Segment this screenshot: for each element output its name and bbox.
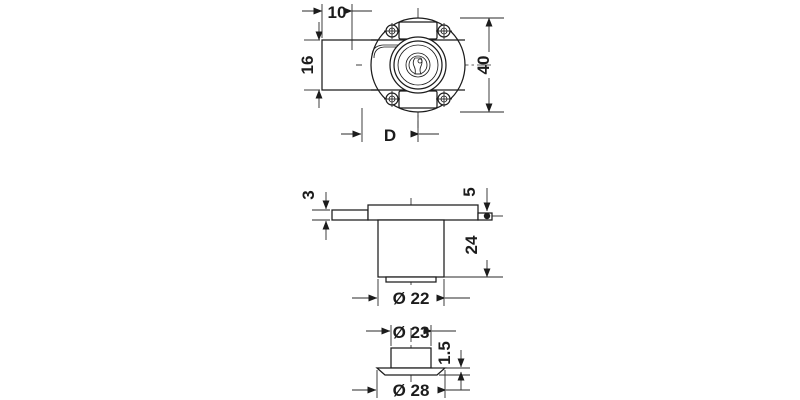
dimension-d22: Ø 22 (352, 279, 470, 308)
escutcheon-collar (390, 347, 432, 369)
escutcheon-flange (375, 367, 447, 376)
dim-3-label: 3 (299, 190, 318, 199)
cam-plate-section (331, 209, 369, 221)
dimension-40: 40 (460, 17, 504, 113)
dim-D-label: D (384, 126, 396, 145)
keyway-slot (412, 57, 423, 75)
screw-hole-lower-right (436, 91, 452, 107)
cylinder-inner-ring (397, 44, 439, 86)
dimension-D: D (341, 108, 439, 145)
dimension-16: 16 (298, 22, 323, 108)
barrel-end-plug (385, 276, 437, 283)
escutcheon-view: Ø 23 1.5 Ø 28 (352, 323, 470, 400)
screw-hole-upper-right (436, 23, 452, 39)
dim-5-leader-dot (483, 212, 491, 220)
cylinder-barrel (377, 219, 445, 278)
dim-d28-label: Ø 28 (393, 381, 430, 400)
lock-head-flange (367, 204, 479, 221)
section-view: 3 5 24 Ø 22 (299, 187, 503, 308)
dim-d22-label: Ø 22 (393, 289, 430, 308)
dimension-24: 24 (444, 215, 503, 278)
cam-bend-detail-inner (373, 46, 400, 59)
dimension-1p5: 1.5 (433, 341, 470, 376)
dimension-3: 3 (299, 190, 330, 240)
dim-16-label: 16 (298, 56, 317, 75)
dimension-d23: Ø 23 (366, 323, 456, 346)
dim-5-label: 5 (460, 187, 479, 196)
screw-hole-lower-left (384, 91, 400, 107)
dim-10-label: 10 (328, 3, 347, 22)
keyway-pin (417, 58, 423, 64)
dim-24-label: 24 (462, 235, 481, 254)
front-view: 10 16 40 (298, 3, 504, 145)
keyway-rosette-outer (405, 52, 431, 78)
screw-hole-upper-left (384, 23, 400, 39)
dim-1p5-label: 1.5 (435, 341, 454, 365)
dim-d23-label: Ø 23 (393, 323, 430, 342)
dimension-d28: Ø 28 (352, 370, 470, 400)
dim-40-label: 40 (474, 56, 493, 75)
cam-bend-detail (371, 44, 400, 57)
cylinder-mid-ring (393, 40, 443, 90)
dimension-5: 5 (460, 187, 491, 220)
